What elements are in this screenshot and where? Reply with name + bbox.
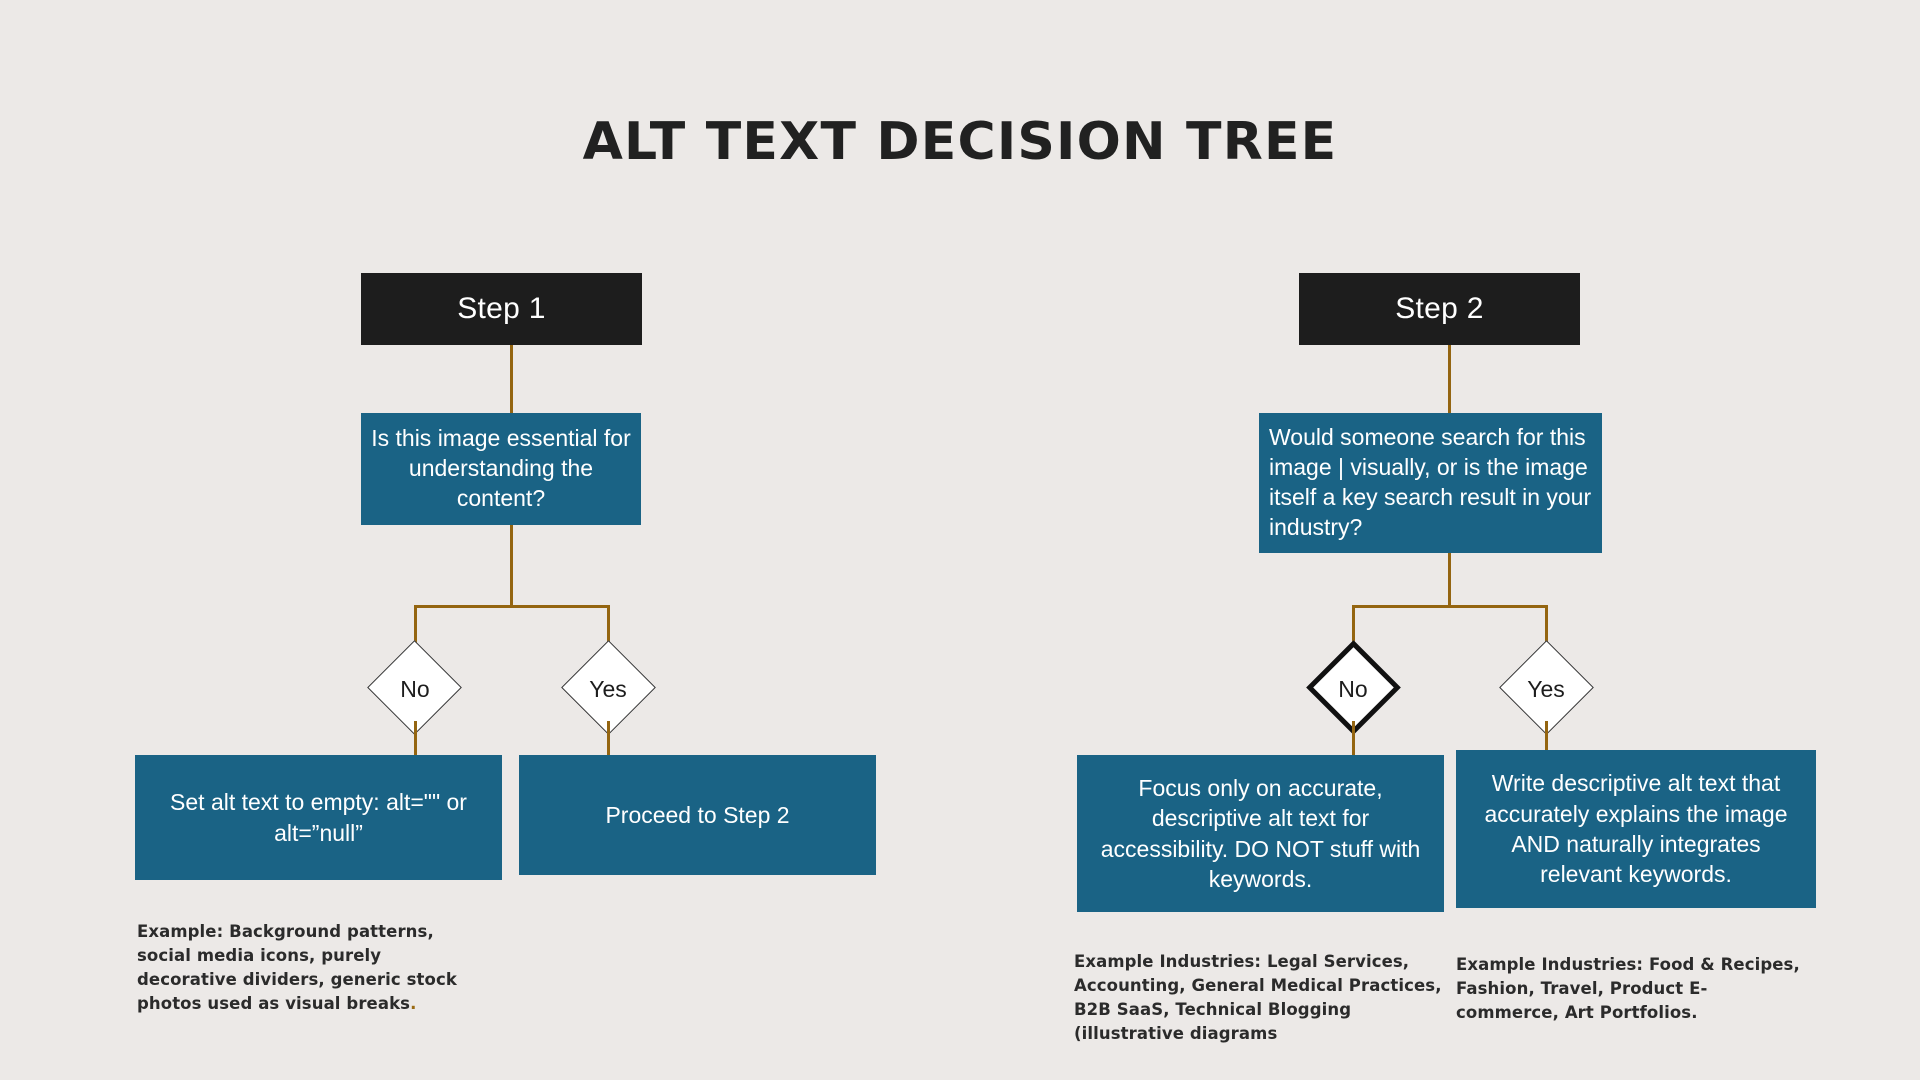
- step2-connector-to-no-diamond: [1352, 605, 1355, 653]
- step1-connector-branch-bar: [414, 605, 610, 608]
- page-title: ALT TEXT DECISION TREE: [582, 112, 1338, 172]
- step1-question-text: Is this image essential for understandin…: [371, 425, 631, 511]
- step2-question-box: Would someone search for this image | vi…: [1259, 413, 1602, 553]
- step1-example-no-caption: Example: Background patterns, social med…: [137, 920, 477, 1016]
- step1-header-box: Step 1: [361, 273, 642, 345]
- step1-outcome-no-box: Set alt text to empty: alt="" or alt=”nu…: [135, 755, 502, 880]
- step1-outcome-no-text: Set alt text to empty: alt="" or alt=”nu…: [170, 789, 467, 846]
- step2-outcome-yes-box: Write descriptive alt text that accurate…: [1456, 750, 1816, 908]
- step2-outcome-no-text: Focus only on accurate, descriptive alt …: [1100, 774, 1421, 892]
- step2-example-yes-caption: Example Industries: Food & Recipes, Fash…: [1456, 953, 1801, 1025]
- step2-connector-header-to-question: [1448, 345, 1451, 413]
- step2-connector-branch-bar: [1352, 605, 1548, 608]
- step1-example-no-text: Example: Background patterns, social med…: [137, 922, 457, 1013]
- step2-connector-no-to-outcome: [1352, 721, 1355, 755]
- step2-question-text: Would someone search for this image | vi…: [1269, 424, 1592, 540]
- step2-header-label: Step 2: [1395, 292, 1484, 325]
- step1-connector-to-yes-diamond: [607, 605, 610, 653]
- step1-connector-no-to-outcome: [414, 721, 417, 755]
- step1-header-label: Step 1: [457, 292, 546, 325]
- step2-example-no-text: Example Industries: Legal Services, Acco…: [1074, 952, 1442, 1043]
- step1-connector-header-to-question: [510, 345, 513, 413]
- step1-outcome-yes-text: Proceed to Step 2: [605, 801, 790, 828]
- step2-connector-question-down: [1448, 553, 1451, 608]
- step1-connector-question-down: [510, 525, 513, 608]
- step2-outcome-yes-text: Write descriptive alt text that accurate…: [1484, 770, 1788, 888]
- step2-header-box: Step 2: [1299, 273, 1580, 345]
- step1-connector-to-no-diamond: [414, 605, 417, 653]
- step1-outcome-yes-box: Proceed to Step 2: [519, 755, 876, 875]
- step2-outcome-no-box: Focus only on accurate, descriptive alt …: [1077, 755, 1444, 912]
- step2-example-yes-text: Example Industries: Food & Recipes, Fash…: [1456, 955, 1800, 1022]
- step1-question-box: Is this image essential for understandin…: [361, 413, 641, 525]
- step1-connector-yes-to-outcome: [607, 721, 610, 755]
- step2-example-no-caption: Example Industries: Legal Services, Acco…: [1074, 950, 1442, 1046]
- step1-example-no-period: .: [410, 993, 417, 1013]
- step2-connector-to-yes-diamond: [1545, 605, 1548, 653]
- step2-connector-yes-to-outcome: [1545, 721, 1548, 751]
